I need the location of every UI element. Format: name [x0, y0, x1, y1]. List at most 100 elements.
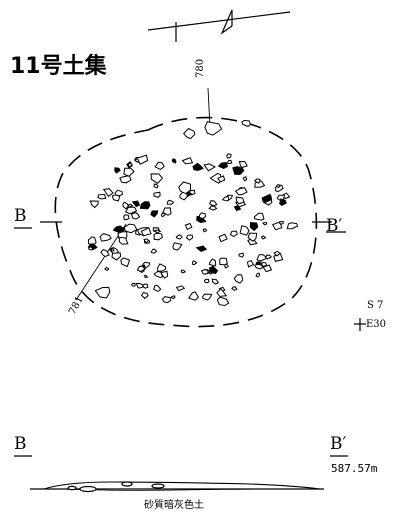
leader-lines [75, 87, 211, 301]
stone-fragment [130, 282, 136, 287]
stone-fragment [226, 153, 232, 159]
stone-fragment [136, 265, 146, 273]
stone-fragment [150, 248, 158, 254]
stone-fragment [216, 287, 228, 297]
stone-fragment [100, 248, 110, 258]
stone-fragment [94, 286, 111, 299]
stone-fragment [154, 229, 162, 234]
stone-fragment [140, 204, 148, 209]
stone-fragment [262, 264, 273, 273]
profile-label-b-prime: B′ [330, 434, 347, 454]
section-label-b: B [14, 206, 27, 226]
stone-fragment [157, 263, 167, 272]
stone-fragment [208, 258, 217, 267]
stone-fragment [188, 291, 200, 301]
stone-fragment [286, 222, 299, 230]
stone-fragment [216, 296, 230, 307]
stone-fragment [203, 278, 210, 284]
stone-fragment [135, 282, 144, 289]
stone-fragment [260, 235, 267, 240]
stone-fragment [255, 272, 261, 278]
stone-fragment [208, 265, 219, 275]
stone-fragment [143, 274, 149, 279]
stone-fragment [119, 175, 132, 184]
stone-fragment [235, 196, 245, 205]
stone-fragment [111, 252, 122, 261]
stone-fragment [198, 212, 207, 220]
stone-fragment [175, 285, 186, 292]
stone-fragment [120, 257, 130, 268]
stone-fragment [166, 199, 175, 205]
stone-fragment [179, 191, 188, 201]
stone-fragment [153, 191, 161, 198]
find-number-780: 780 [195, 58, 206, 78]
stone-fragment [233, 204, 242, 212]
stone-fragment [104, 267, 110, 271]
stone-fragment [127, 162, 134, 168]
stone-fragment [231, 286, 238, 291]
stone-fragment [247, 232, 258, 242]
stone-fragment [150, 210, 159, 218]
grid-point-cross [354, 318, 366, 331]
stone-fragment [203, 163, 216, 172]
stone-fragment [185, 234, 194, 241]
stone-fragment [183, 127, 196, 140]
stone-fragment [233, 274, 244, 284]
profile-label-b: B [14, 434, 27, 454]
stone-fragment [140, 291, 149, 300]
stone-fragment [153, 270, 164, 279]
stone-fragment [204, 121, 223, 136]
stone-fragment [154, 161, 165, 170]
stone-fragment [229, 230, 238, 238]
stone-fragment [273, 250, 281, 257]
stone-fragment [102, 188, 114, 198]
stone-fragment [142, 283, 149, 289]
stone-fragment [122, 201, 129, 210]
stone-fragment [256, 254, 269, 262]
stone-fragment [275, 184, 281, 189]
stone-fragment [202, 293, 213, 301]
stone-fragment [131, 200, 141, 208]
stone-fragment [118, 236, 129, 245]
stone-fragment [218, 233, 228, 243]
stone-fragment [123, 167, 135, 177]
stone-fragment [195, 245, 208, 252]
stone-fragment [175, 234, 183, 240]
stone-fragment [87, 246, 94, 251]
section-profile [14, 455, 348, 493]
stone-fragment [208, 205, 218, 211]
grid-point-east: E30 [366, 319, 387, 330]
stone-fragment [226, 159, 233, 165]
stone-fragment [140, 227, 152, 237]
stone-fragment [178, 181, 191, 195]
section-label-b-prime: B′ [326, 216, 343, 236]
stone-fragment [201, 269, 210, 275]
stone-fragment [211, 278, 219, 285]
stone-fragment [130, 212, 141, 220]
stone-fragment [150, 173, 164, 184]
stone-fragment [261, 221, 268, 226]
stone-fragment [232, 166, 245, 175]
stone-fragment [202, 228, 208, 233]
stone-fragment [153, 232, 164, 241]
feature-title: 11号土集 [10, 54, 107, 79]
stone-fragment [219, 257, 228, 266]
stone-fragment [125, 206, 138, 215]
stone-fragment [192, 162, 204, 172]
stone-fragment [110, 247, 115, 252]
stone-fragment [161, 296, 172, 304]
stone-fragment [171, 158, 177, 164]
stone-fragment [253, 178, 261, 184]
pit-outline [54, 116, 318, 328]
stone-fragment [152, 284, 162, 292]
stone-fragment [279, 198, 287, 206]
stone-fragment [217, 175, 226, 183]
stone-fragment [170, 295, 176, 300]
stone-fragment [253, 212, 265, 221]
stone-fragment [253, 263, 263, 270]
stone-fragment [89, 200, 99, 209]
stone-fragment [234, 187, 248, 196]
stone-fragment [127, 203, 134, 208]
